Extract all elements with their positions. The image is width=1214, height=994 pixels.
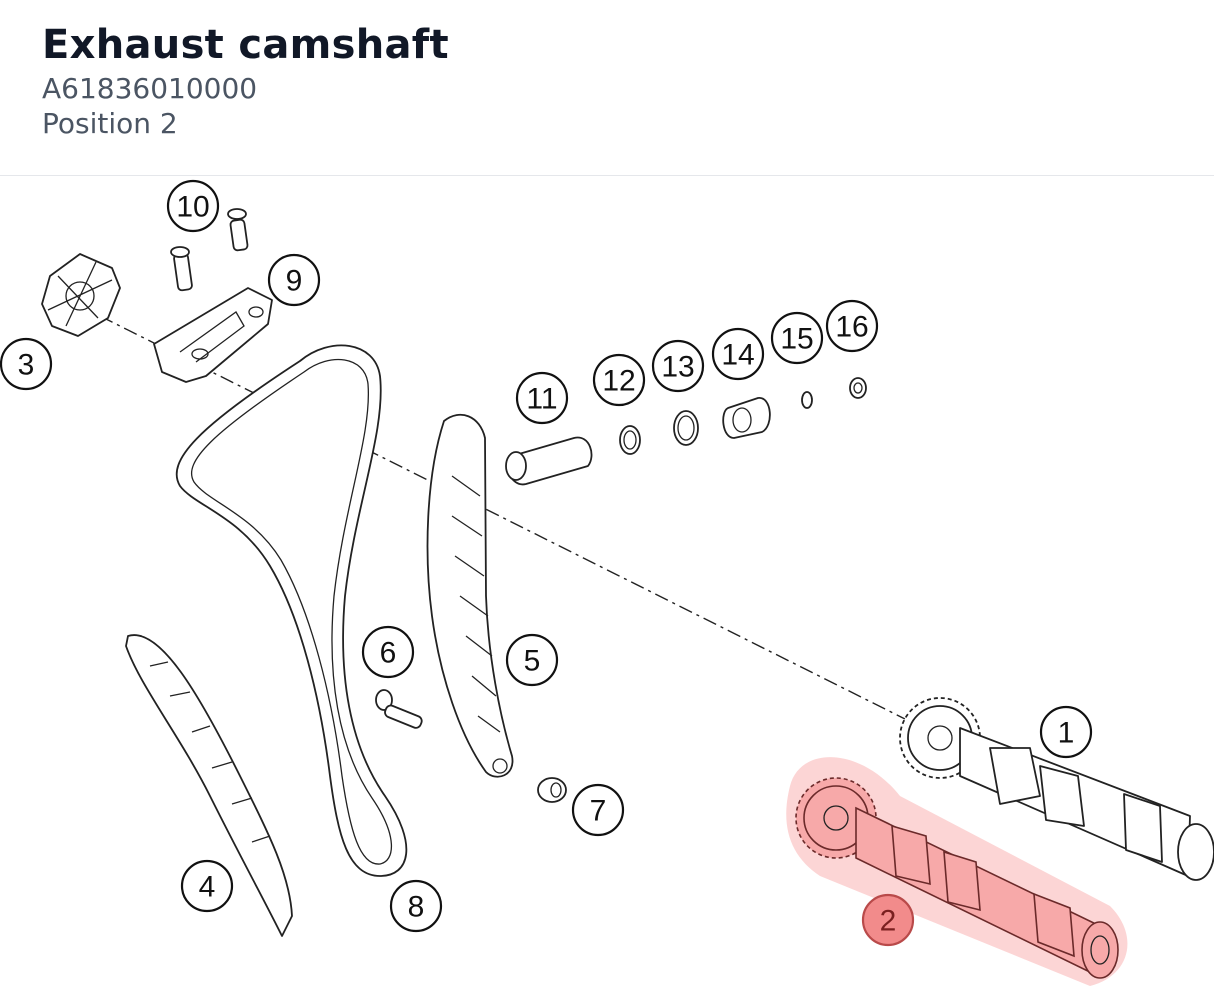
callout-11[interactable]: 11: [515, 371, 569, 425]
guide-rail[interactable]: [125, 634, 293, 937]
callout-13[interactable]: 13: [651, 339, 705, 393]
callout-label: 15: [780, 323, 813, 356]
callout-8[interactable]: 8: [389, 879, 443, 933]
part-title: Exhaust camshaft: [42, 22, 449, 68]
tensioner-plunger[interactable]: [505, 436, 593, 486]
callout-label: 13: [661, 351, 694, 384]
callout-label: 14: [721, 339, 754, 372]
callout-5[interactable]: 5: [505, 633, 559, 687]
guide-pin[interactable]: [375, 689, 423, 729]
small-screw[interactable]: [849, 377, 867, 399]
callout-circle: [505, 633, 559, 687]
callout-label: 7: [590, 795, 607, 828]
o-ring-large[interactable]: [673, 410, 699, 446]
header: Exhaust camshaft A61836010000 Position 2: [0, 0, 1214, 176]
callout-label: 8: [408, 891, 425, 924]
callout-7[interactable]: 7: [571, 783, 625, 837]
callout-label: 11: [526, 383, 557, 416]
callout-circle: [515, 371, 569, 425]
bolt-pair[interactable]: [170, 208, 249, 292]
callout-circle: [861, 893, 915, 947]
callout-12[interactable]: 12: [592, 353, 646, 407]
callout-14[interactable]: 14: [711, 327, 765, 381]
chain-sprocket-hub[interactable]: [41, 253, 121, 337]
callout-4[interactable]: 4: [180, 859, 234, 913]
position-label: Position 2: [42, 107, 178, 140]
chain-guide-bracket[interactable]: [153, 287, 273, 383]
callout-circle: [825, 299, 879, 353]
header-divider: [0, 175, 1214, 176]
callout-3[interactable]: 3: [0, 337, 53, 391]
callout-label: 16: [835, 311, 868, 344]
callout-9[interactable]: 9: [267, 253, 321, 307]
callout-circle: [770, 311, 824, 365]
tensioner-rail[interactable]: [426, 413, 514, 778]
small-seal[interactable]: [801, 391, 813, 409]
callout-1[interactable]: 1: [1039, 705, 1093, 759]
callout-label: 4: [199, 871, 216, 904]
callout-15[interactable]: 15: [770, 311, 824, 365]
callout-circle: [1039, 705, 1093, 759]
callout-label: 9: [286, 265, 303, 298]
callout-circle: [711, 327, 765, 381]
callout-6[interactable]: 6: [361, 625, 415, 679]
callout-10[interactable]: 10: [166, 179, 220, 233]
callout-circle: [267, 253, 321, 307]
part-number: A61836010000: [42, 72, 258, 105]
callout-label: 6: [380, 637, 397, 670]
callout-label: 1: [1058, 717, 1075, 750]
washer[interactable]: [537, 777, 567, 803]
callout-circle: [180, 859, 234, 913]
callout-circle: [651, 339, 705, 393]
timing-chain[interactable]: [175, 344, 408, 877]
callout-label: 2: [880, 905, 897, 938]
plug-screw[interactable]: [722, 397, 771, 439]
callout-circle: [571, 783, 625, 837]
callout-label: 12: [602, 365, 635, 398]
axis-line: [99, 315, 916, 725]
callout-label: 5: [524, 645, 541, 678]
camshaft-1[interactable]: [899, 697, 1214, 881]
camshaft-2-highlighted[interactable]: [786, 757, 1128, 986]
callout-2[interactable]: 2: [861, 893, 915, 947]
o-ring-small[interactable]: [619, 425, 641, 455]
callout-circle: [592, 353, 646, 407]
callout-circle: [389, 879, 443, 933]
callout-label: 10: [176, 191, 209, 224]
callout-16[interactable]: 16: [825, 299, 879, 353]
callout-circle: [166, 179, 220, 233]
callout-circle: [361, 625, 415, 679]
callout-circle: [0, 337, 53, 391]
callout-label: 3: [18, 349, 35, 382]
